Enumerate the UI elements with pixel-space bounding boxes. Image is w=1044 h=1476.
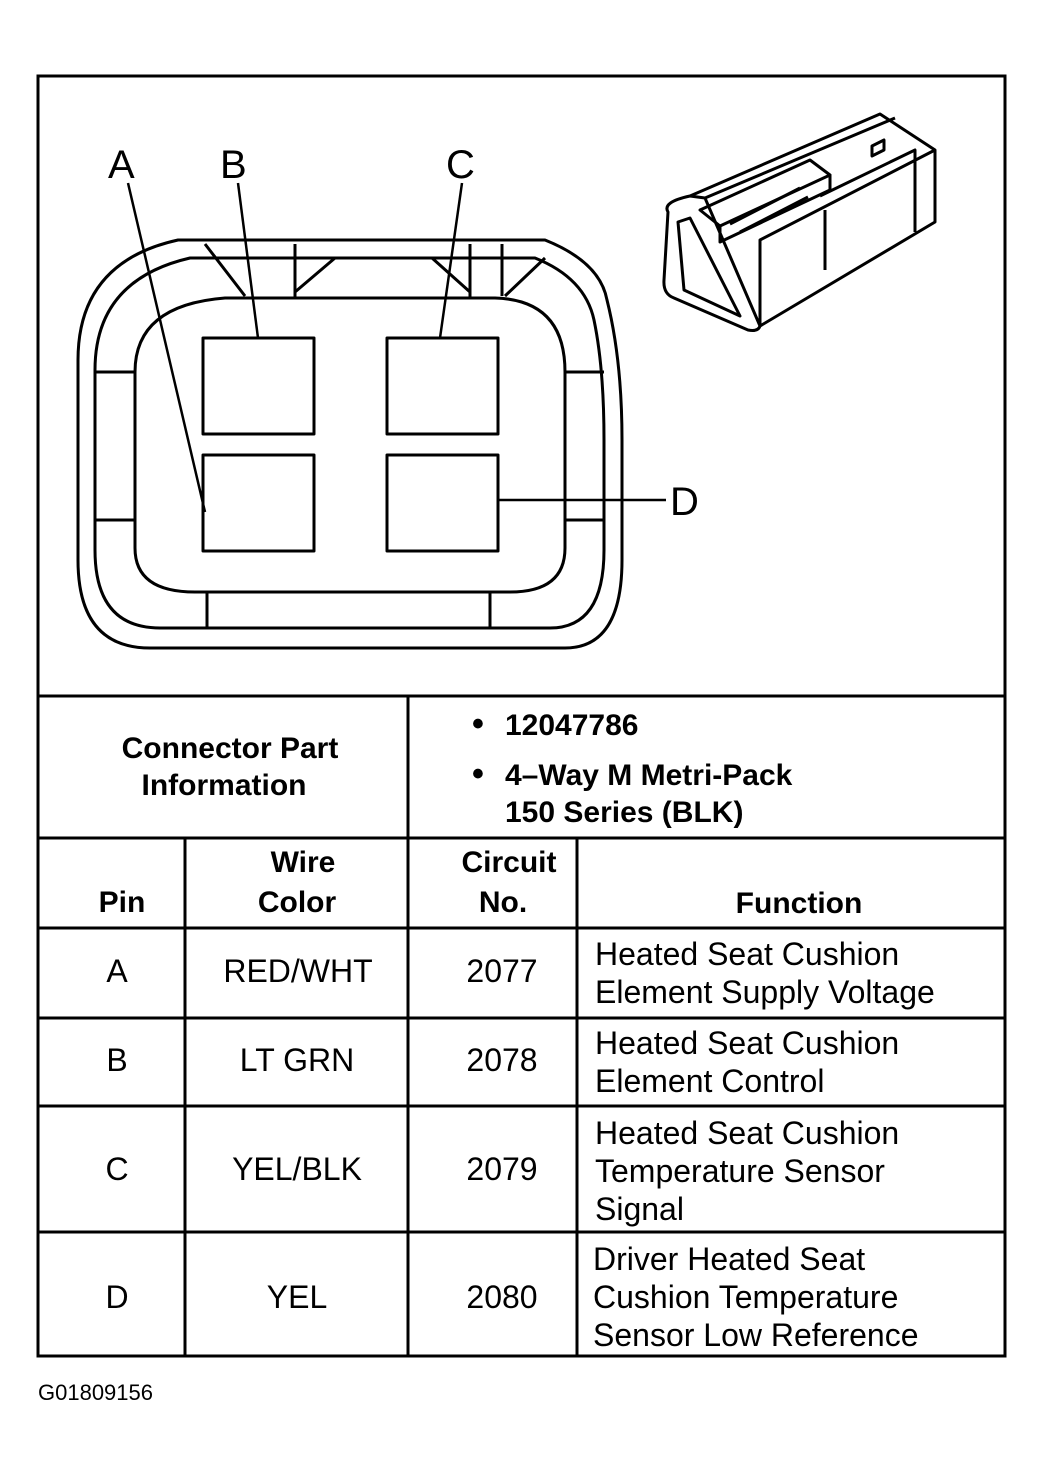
body-ribs: [819, 148, 917, 270]
row-d-function-line2: Cushion Temperature: [593, 1279, 898, 1315]
part-description-line2: 150 Series (BLK): [505, 796, 743, 829]
body-front-opening: [676, 216, 742, 318]
row-b-function-line2: Element Control: [595, 1063, 824, 1099]
header-circuit-line2: No.: [479, 886, 527, 919]
body-edges: [704, 116, 936, 326]
row-c-function-line1: Heated Seat Cushion: [595, 1115, 899, 1151]
row-d-circuit: 2080: [466, 1279, 537, 1315]
table-row: B LT GRN 2078 Heated Seat Cushion Elemen…: [106, 1025, 899, 1099]
connector-inner-shell: [93, 256, 606, 630]
table-header: Pin Wire Color Circuit No. Function: [99, 846, 863, 920]
figure-id: G01809156: [38, 1380, 153, 1405]
part-description-line1: 4–Way M Metri-Pack: [505, 759, 793, 792]
top-corner-ribs: [203, 243, 547, 298]
row-c-circuit: 2079: [466, 1151, 537, 1187]
outer-border: [36, 74, 1007, 1358]
callout-letter-b: B: [220, 143, 247, 187]
table-row: A RED/WHT 2077 Heated Seat Cushion Eleme…: [106, 936, 934, 1010]
row-c-function-line3: Signal: [595, 1191, 684, 1227]
terminal-b: [201, 336, 316, 436]
part-info-label-line1: Connector Part: [122, 732, 339, 765]
leader-b: [236, 182, 260, 339]
callout-leaders: [126, 182, 666, 513]
body-latch-detail: [729, 186, 809, 234]
callout-letter-d: D: [670, 480, 699, 524]
header-wire-color-line2: Color: [258, 886, 337, 919]
callout-letter-c: C: [446, 143, 475, 187]
row-b-pin: B: [106, 1042, 127, 1078]
terminal-a: [201, 453, 316, 553]
connector-body-illustration: [662, 112, 937, 332]
callout-labels: A B C D: [108, 143, 699, 524]
callout-letter-a: A: [108, 143, 135, 187]
row-d-wire-color: YEL: [267, 1279, 327, 1315]
connector-face: [76, 238, 624, 650]
row-a-function-line1: Heated Seat Cushion: [595, 936, 899, 972]
body-latch-side: [718, 175, 832, 244]
row-a-pin: A: [106, 953, 128, 989]
row-c-wire-color: YEL/BLK: [232, 1151, 362, 1187]
bullet-part-number: •: [472, 705, 484, 743]
bullet-description: •: [472, 755, 484, 793]
frame: [36, 74, 1007, 1358]
row-b-wire-color: LT GRN: [240, 1042, 354, 1078]
header-function: Function: [736, 887, 863, 920]
leader-a: [126, 182, 207, 513]
table-row: D YEL 2080 Driver Heated Seat Cushion Te…: [105, 1241, 918, 1353]
row-a-wire-color: RED/WHT: [223, 953, 372, 989]
body-top-right-outline: [689, 112, 937, 328]
row-c-pin: C: [105, 1151, 128, 1187]
body-front-face: [662, 194, 762, 332]
part-number: 12047786: [505, 709, 638, 742]
row-a-circuit: 2077: [466, 953, 537, 989]
row-b-function-line1: Heated Seat Cushion: [595, 1025, 899, 1061]
row-d-function-line1: Driver Heated Seat: [593, 1241, 865, 1277]
connector-outer-shell: [76, 238, 624, 650]
body-window: [870, 138, 886, 158]
part-info-section: Connector Part Information • 12047786 • …: [122, 705, 793, 829]
connector-cavity: [133, 296, 567, 594]
header-pin: Pin: [99, 886, 146, 919]
table-row: C YEL/BLK 2079 Heated Seat Cushion Tempe…: [105, 1115, 899, 1227]
row-a-function-line2: Element Supply Voltage: [595, 974, 935, 1010]
terminal-d: [385, 453, 500, 553]
row-c-function-line2: Temperature Sensor: [595, 1153, 885, 1189]
header-wire-color-line1: Wire: [271, 846, 336, 879]
part-info-label-line2: Information: [142, 769, 307, 802]
row-d-pin: D: [105, 1279, 128, 1315]
terminal-c: [385, 336, 500, 436]
header-circuit-line1: Circuit: [461, 846, 556, 879]
leader-c: [438, 182, 464, 339]
top-latch-slot: [293, 244, 472, 298]
row-b-circuit: 2078: [466, 1042, 537, 1078]
row-d-function-line3: Sensor Low Reference: [593, 1317, 919, 1353]
